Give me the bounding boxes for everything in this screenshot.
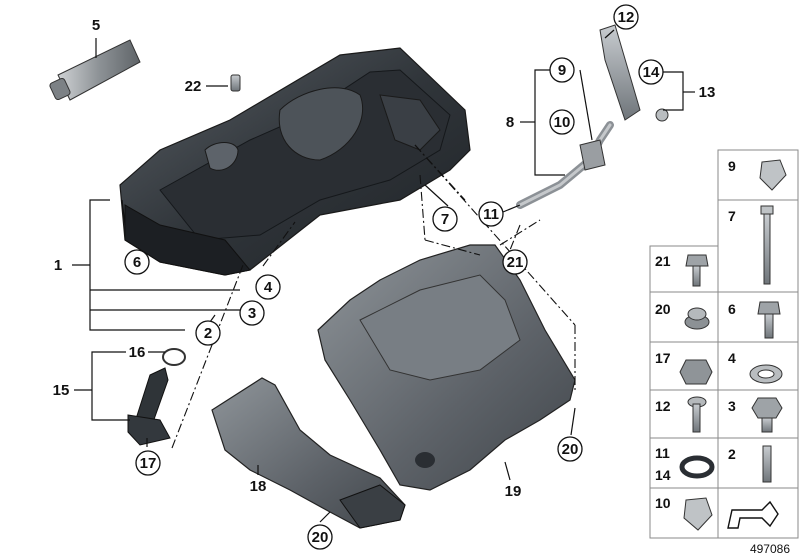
grid-label-9: 9 xyxy=(728,158,736,174)
grid-label-6: 6 xyxy=(728,301,736,317)
grid-label-11: 11 xyxy=(655,445,670,461)
long-bolt-7-icon xyxy=(760,205,774,285)
washer-4-icon xyxy=(749,364,783,384)
nut-17-icon xyxy=(679,359,713,385)
callout-19: 19 xyxy=(505,483,522,500)
callout-5: 5 xyxy=(92,17,100,34)
reference-arrow-icon xyxy=(727,500,779,529)
callout-15: 15 xyxy=(53,382,70,399)
callout-20a: 20 xyxy=(562,441,579,458)
clip-10-icon xyxy=(683,497,713,531)
stud-2-icon xyxy=(762,445,772,483)
seal-ring-icon xyxy=(679,455,715,479)
callout-4: 4 xyxy=(264,279,273,296)
grid-label-3: 3 xyxy=(728,398,736,414)
callout-circles xyxy=(124,4,664,550)
plug-22-illustration xyxy=(230,74,241,92)
callout-17: 17 xyxy=(140,455,157,472)
underbody-panel-19-illustration xyxy=(317,244,576,491)
grid-label-4: 4 xyxy=(728,350,736,366)
callout-6: 6 xyxy=(133,254,141,271)
callout-13: 13 xyxy=(699,84,716,101)
callout-1: 1 xyxy=(54,257,62,274)
screw-12-icon xyxy=(687,396,707,433)
callout-12: 12 xyxy=(618,9,635,26)
callout-2: 2 xyxy=(204,325,212,342)
grid-label-7: 7 xyxy=(728,208,736,224)
grid-label-20: 20 xyxy=(655,301,671,317)
oil-pan-illustration xyxy=(119,47,471,276)
clip-9-icon xyxy=(759,159,787,191)
callout-22: 22 xyxy=(185,78,202,95)
dipstick-guide-illustration xyxy=(516,24,669,209)
callout-14: 14 xyxy=(643,64,660,81)
grid-label-17: 17 xyxy=(655,350,671,366)
grid-label-2: 2 xyxy=(728,446,736,462)
callout-7: 7 xyxy=(441,211,449,228)
callout-21: 21 xyxy=(507,254,524,271)
parts-grid: 9 7 21 20 6 17 xyxy=(649,149,799,539)
callout-8: 8 xyxy=(506,114,514,131)
screw-21-icon xyxy=(685,254,709,287)
callout-11: 11 xyxy=(483,206,499,223)
leader-lines xyxy=(72,29,695,523)
nut-20-icon xyxy=(684,307,710,330)
bolt-6-icon xyxy=(757,301,781,339)
oil-level-sensor-illustration xyxy=(127,348,186,446)
underbody-panel-18-illustration xyxy=(211,377,406,529)
callout-18: 18 xyxy=(250,478,267,495)
diagram-number: 497086 xyxy=(750,542,790,556)
grid-label-10: 10 xyxy=(655,495,671,511)
callout-16: 16 xyxy=(129,344,146,361)
callout-20b: 20 xyxy=(312,529,329,546)
callout-9: 9 xyxy=(558,62,566,79)
callout-10: 10 xyxy=(554,114,571,131)
grid-label-21: 21 xyxy=(655,253,671,269)
callout-labels: 1 2 3 4 5 6 7 8 9 10 11 12 13 14 15 16 1… xyxy=(53,9,716,546)
bolt-3-icon xyxy=(751,397,783,433)
grid-label-12: 12 xyxy=(655,398,671,414)
grid-label-14: 14 xyxy=(655,467,671,483)
callout-3: 3 xyxy=(248,305,256,322)
sealant-tube-illustration xyxy=(49,39,141,101)
